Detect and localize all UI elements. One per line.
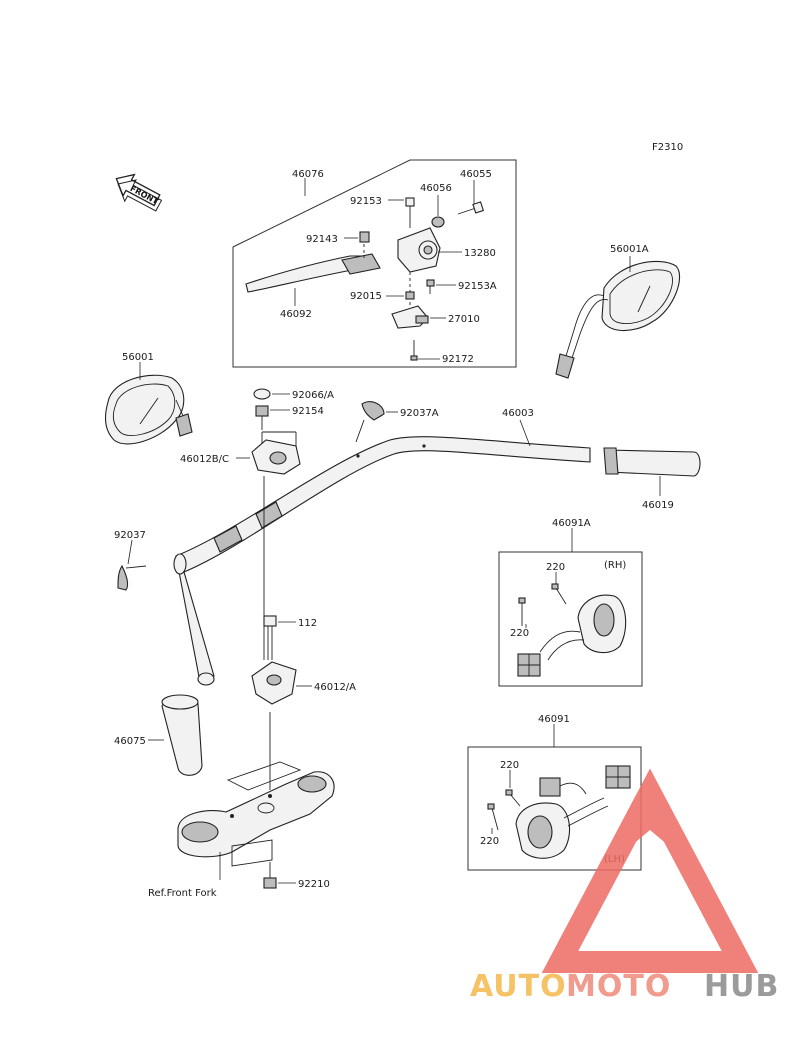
lower-holder	[251, 661, 297, 705]
label-27010: 27010	[448, 314, 480, 325]
label-46055: 46055	[460, 169, 492, 180]
label-92154: 92154	[292, 406, 324, 417]
mirror-right	[555, 260, 681, 379]
label-46075: 46075	[114, 736, 146, 747]
cap-92066	[253, 388, 271, 400]
bolt-112	[263, 615, 277, 660]
label-56001: 56001	[122, 352, 154, 363]
fork-upper-bracket	[177, 761, 335, 867]
label-46091a: 46091A	[552, 518, 591, 529]
label-112: 112	[298, 618, 317, 629]
label-92210: 92210	[298, 879, 330, 890]
watermark-hub: HUB	[704, 969, 779, 1004]
clamp-92037	[117, 564, 147, 591]
label-92037: 92037	[114, 530, 146, 541]
handlebar	[173, 436, 591, 686]
label-46076: 46076	[292, 169, 324, 180]
screw-220-rh-bottom	[518, 597, 526, 626]
rh-switch-housing	[517, 594, 627, 677]
label-92143: 92143	[306, 234, 338, 245]
grip-left	[161, 694, 203, 776]
front-arrow-icon: FRONT	[115, 173, 163, 212]
label-46003: 46003	[502, 408, 534, 419]
mirror-left	[104, 374, 193, 445]
label-46012a: 46012/A	[314, 682, 356, 693]
screw-220-rh-top	[551, 583, 567, 605]
switch-27010	[391, 305, 429, 329]
screw-220-lh-bottom	[487, 803, 499, 831]
label-220-rh-top: 220	[546, 562, 565, 573]
label-220-rh-bottom: 220	[510, 628, 529, 639]
label-46012bc: 46012B/C	[180, 454, 229, 465]
label-92066a: 92066/A	[292, 390, 334, 401]
label-92037a: 92037A	[400, 408, 439, 419]
clamp-92037a	[355, 401, 385, 443]
lever-assembly-box	[232, 159, 517, 368]
nut-92015	[405, 291, 415, 300]
label-92153a: 92153A	[458, 281, 497, 292]
bolt-92154	[255, 405, 269, 430]
label-92015: 92015	[350, 291, 382, 302]
label-46091: 46091	[538, 714, 570, 725]
bolt-92153	[405, 197, 415, 228]
washer-46056	[431, 216, 445, 228]
label-92153: 92153	[350, 196, 382, 207]
screw-220-lh-top	[505, 789, 521, 807]
label-rh: (RH)	[604, 560, 626, 571]
label-ref-front-fork: Ref.Front Fork	[148, 888, 217, 899]
watermark-auto: AUTO	[470, 969, 567, 1004]
label-46019: 46019	[642, 500, 674, 511]
screw-46055	[457, 201, 485, 215]
clutch-lever	[245, 253, 381, 293]
figure-code: F2310	[652, 142, 683, 153]
lh-switch-housing	[515, 765, 631, 859]
rh-switch-box	[498, 551, 643, 687]
collar-92143	[359, 231, 370, 243]
lever-bracket	[397, 227, 441, 273]
label-220-lh-bottom: 220	[480, 836, 499, 847]
upper-holder	[251, 431, 301, 475]
label-220-lh-top: 220	[500, 760, 519, 771]
screw-92172	[410, 340, 418, 361]
watermark-moto: MOTO	[566, 969, 671, 1004]
label-92172: 92172	[442, 354, 474, 365]
nut-92210	[263, 877, 277, 889]
label-46056: 46056	[420, 183, 452, 194]
label-56001a: 56001A	[610, 244, 649, 255]
automotohub-logo: AUTO MOTO HUB	[470, 768, 779, 1004]
label-13280: 13280	[464, 248, 496, 259]
label-46092: 46092	[280, 309, 312, 320]
screw-92153a	[426, 279, 435, 294]
grip-right	[603, 447, 701, 477]
